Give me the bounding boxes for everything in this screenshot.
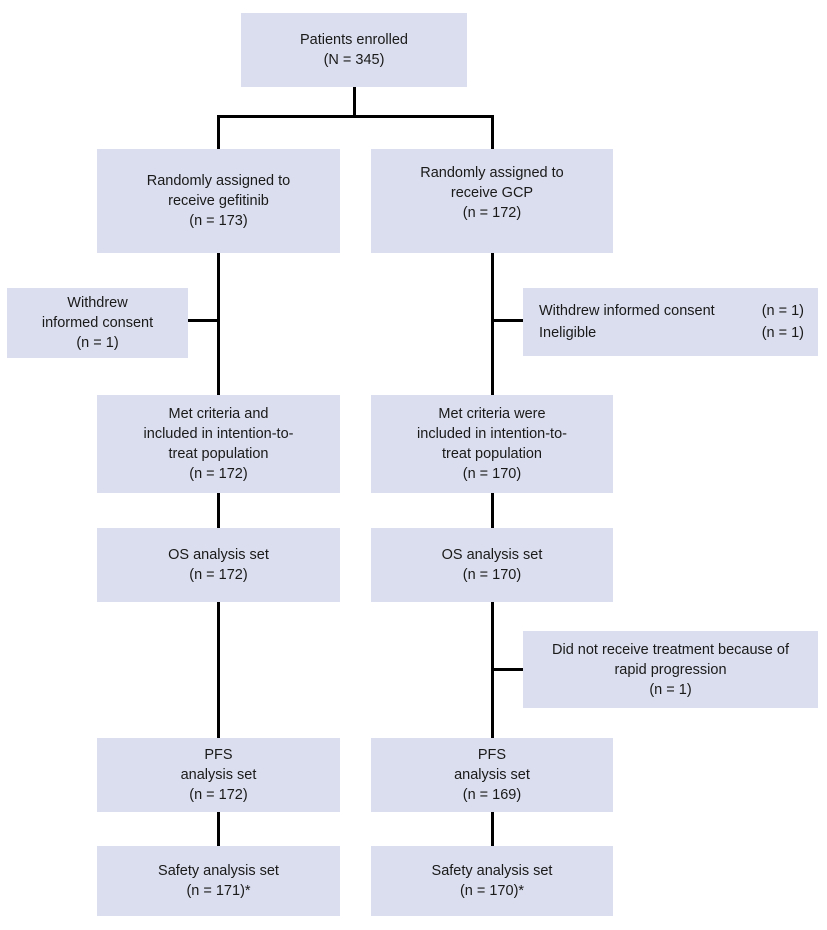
patients-enrolled-box: Patients enrolled (N = 345): [241, 13, 467, 87]
arm-gcp-box: Randomly assigned to receive GCP (n = 17…: [371, 149, 613, 253]
pfs-left-box: PFS analysis set (n = 172): [97, 738, 340, 812]
box-text-line: rapid progression: [614, 661, 727, 678]
box-text-line: receive GCP: [450, 185, 534, 201]
box-text-line: (n = 170): [462, 466, 522, 482]
safety-right-box: Safety analysis set (n = 170)*: [371, 846, 613, 916]
box-text-line: OS analysis set: [441, 547, 543, 563]
box-text-line: (n = 171)*: [186, 883, 251, 899]
box-text-line: Patients enrolled: [299, 32, 408, 48]
box-text-line: (n = 172): [189, 466, 248, 482]
box-text-line: included in intention-to-: [143, 426, 294, 442]
box-text-line: (n = 169): [462, 787, 522, 803]
box-text-line: analysis set: [454, 767, 530, 783]
connector-exclusions-right-stub: [494, 319, 523, 322]
connector-left-arm-to-itt: [217, 253, 220, 395]
connector-left-itt-to-os: [217, 493, 220, 528]
box-text-line: OS analysis set: [168, 547, 269, 563]
box-text-line: (n = 172): [462, 205, 522, 221]
connector-right-pfs-to-safety: [491, 812, 494, 846]
box-text-line: (n = 172): [189, 787, 248, 803]
box-text-line: Did not receive treatment because of: [552, 641, 789, 658]
exclusion-row: Ineligible (n = 1): [539, 322, 804, 344]
exclusion-count: (n = 1): [761, 303, 804, 319]
connector-left-pfs-to-safety: [217, 812, 220, 846]
box-text-line: (n = 1): [76, 335, 119, 351]
connector-branch-right-down: [491, 115, 494, 149]
os-right-box: OS analysis set (n = 170): [371, 528, 613, 602]
box-text-line: (n = 1): [649, 681, 692, 698]
box-text-line: Safety analysis set: [431, 863, 553, 879]
exclusion-label: Ineligible: [539, 325, 597, 341]
box-text-line: informed consent: [41, 315, 154, 331]
connector-right-arm-to-itt: [491, 253, 494, 395]
arm-gefitinib-box: Randomly assigned to receive gefitinib (…: [97, 149, 340, 253]
box-text-line: (n = 172): [189, 567, 248, 583]
connector-enrolled-down: [353, 86, 356, 117]
box-text-line: (n = 170)*: [459, 883, 525, 899]
box-text-line: Safety analysis set: [158, 863, 279, 879]
pfs-right-box: PFS analysis set (n = 169): [371, 738, 613, 812]
box-text-line: PFS: [204, 747, 233, 763]
box-text-line: Randomly assigned to: [420, 165, 564, 181]
itt-left-box: Met criteria and included in intention-t…: [97, 395, 340, 493]
exclusion-count: (n = 1): [761, 325, 804, 341]
exclusions-right-box: Withdrew informed consent (n = 1) Inelig…: [523, 288, 818, 356]
connector-no-treatment-stub: [494, 668, 523, 671]
connector-right-os-to-pfs: [491, 602, 494, 738]
connector-left-os-to-pfs: [217, 602, 220, 738]
connector-branch-horizontal: [217, 115, 494, 118]
box-text-line: treat population: [442, 446, 542, 462]
itt-right-box: Met criteria were included in intention-…: [371, 395, 613, 493]
box-text-line: PFS: [477, 747, 507, 763]
connector-branch-left-down: [217, 115, 220, 149]
no-treatment-right-box: Did not receive treatment because of rap…: [523, 631, 818, 708]
box-text-line: (n = 170): [462, 567, 522, 583]
box-text-line: (N = 345): [323, 52, 385, 68]
box-text-line: receive gefitinib: [168, 193, 269, 209]
connector-withdrew-left-stub: [188, 319, 217, 322]
exclusion-label: Withdrew informed consent: [539, 303, 715, 319]
box-text-line: included in intention-to-: [417, 426, 567, 442]
box-text-line: Randomly assigned to: [146, 173, 291, 189]
exclusion-row: Withdrew informed consent (n = 1): [539, 300, 804, 322]
safety-left-box: Safety analysis set (n = 171)*: [97, 846, 340, 916]
connector-right-itt-to-os: [491, 493, 494, 528]
os-left-box: OS analysis set (n = 172): [97, 528, 340, 602]
box-text-line: Withdrew: [67, 295, 128, 311]
box-text-line: analysis set: [180, 767, 257, 783]
box-text-line: treat population: [168, 446, 269, 462]
box-text-line: Met criteria and: [168, 406, 269, 422]
box-text-line: (n = 173): [189, 213, 248, 229]
withdrew-consent-left-box: Withdrew informed consent (n = 1): [7, 288, 188, 358]
box-text-line: Met criteria were: [438, 406, 546, 422]
